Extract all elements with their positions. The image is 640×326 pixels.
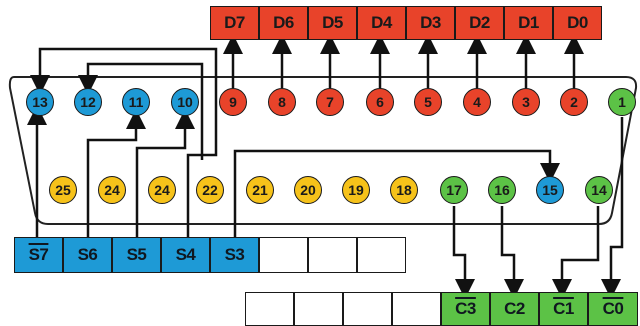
pin-7: 7 [316, 88, 344, 116]
wires [27, 34, 624, 299]
status-bit-s3: S3 [210, 237, 259, 273]
data-bit-d5: D5 [308, 6, 357, 40]
control-bit-c3: C3 [441, 292, 490, 326]
control-bit-c2: C2 [490, 292, 539, 326]
pin-11: 11 [122, 88, 150, 116]
pin-14: 14 [585, 176, 613, 204]
pin-3: 3 [512, 88, 540, 116]
status-bit-s6: S6 [63, 237, 112, 273]
wire-c3 [452, 206, 475, 299]
data-bit-d7: D7 [210, 6, 259, 40]
status-bit-empty [308, 237, 357, 273]
pin-20: 20 [294, 176, 322, 204]
status-bit-empty [357, 237, 406, 273]
status-bit-empty [259, 237, 308, 273]
data-bit-d0: D0 [553, 6, 602, 40]
pin-24: 24 [98, 176, 126, 204]
wire-pin12 [78, 62, 204, 160]
data-bit-d6: D6 [259, 6, 308, 40]
pin-22: 22 [196, 176, 224, 204]
pin-17: 17 [440, 176, 468, 204]
control-bit-c1: C1 [539, 292, 588, 326]
pin-23: 24 [148, 176, 176, 204]
pin-5: 5 [414, 88, 442, 116]
pin-15: 15 [536, 176, 564, 204]
pin-4: 4 [463, 88, 491, 116]
pin-18: 18 [390, 176, 418, 204]
pin-10: 10 [171, 88, 199, 116]
wire-s5 [135, 109, 195, 237]
data-bit-d2: D2 [455, 6, 504, 40]
wire-c0 [601, 117, 624, 299]
control-bit-empty [294, 292, 343, 326]
pin-19: 19 [342, 176, 370, 204]
status-bit-s7: S7 [14, 237, 63, 273]
pin-9: 9 [219, 88, 247, 116]
control-bit-c0: C0 [588, 292, 638, 326]
control-bit-empty [392, 292, 441, 326]
pin-21: 21 [246, 176, 274, 204]
wire-s6 [86, 109, 146, 237]
pin-13: 13 [26, 88, 54, 116]
status-bit-s4: S4 [161, 237, 210, 273]
pin-8: 8 [268, 88, 296, 116]
data-bit-d1: D1 [504, 6, 553, 40]
wire-c2 [500, 206, 524, 299]
wire-s3 [233, 149, 560, 237]
data-bit-d4: D4 [357, 6, 406, 40]
data-bit-d3: D3 [406, 6, 455, 40]
pin-2: 2 [560, 88, 588, 116]
pin-1: 1 [608, 88, 636, 116]
pin-16: 16 [488, 176, 516, 204]
pin-25: 25 [49, 176, 77, 204]
pin-12: 12 [74, 88, 102, 116]
wire-s4 [30, 47, 218, 237]
status-bit-s5: S5 [112, 237, 161, 273]
control-bit-empty [245, 292, 294, 326]
wire-c1 [552, 206, 600, 299]
pin-6: 6 [366, 88, 394, 116]
control-bit-empty [343, 292, 392, 326]
